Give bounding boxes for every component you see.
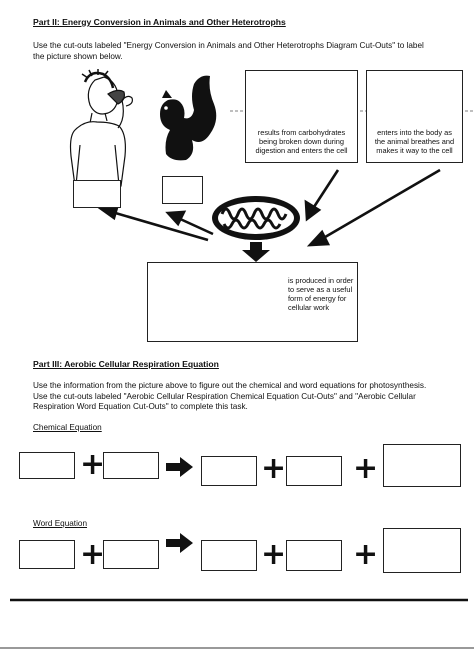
- label-slot-squirrel[interactable]: [162, 176, 203, 204]
- arrow-head-breathes: [306, 229, 331, 247]
- part2-instructions: Use the cut-outs labeled "Energy Convers…: [33, 41, 424, 61]
- chemical-slot-1[interactable]: [19, 452, 75, 479]
- chemical-equation-label: Chemical Equation: [33, 423, 102, 432]
- label-slot-person[interactable]: [73, 180, 121, 208]
- chemical-slot-4[interactable]: [286, 456, 342, 486]
- chemical-plus-3: +: [353, 451, 379, 486]
- chemical-yields-arrow: [166, 457, 193, 477]
- chemical-plus-2: +: [261, 451, 287, 486]
- part3-instructions: Use the information from the picture abo…: [33, 381, 427, 411]
- arrow-to-person-box: [111, 210, 209, 242]
- word-equation-label: Word Equation: [33, 519, 88, 528]
- word-plus-3: +: [353, 537, 379, 572]
- label-slot-energy[interactable]: is produced in order to serve as a usefu…: [147, 262, 358, 342]
- word-slot-2[interactable]: [103, 540, 159, 569]
- chemical-slot-5[interactable]: [383, 444, 461, 487]
- caption-carbohydrates: results from carbohydrates being broken …: [255, 128, 348, 155]
- arrow-from-breathes: [319, 168, 441, 242]
- arrow-head-carbohydrates: [304, 199, 322, 222]
- squirrel-icon: [160, 75, 217, 161]
- down-arrow: [242, 242, 270, 262]
- caption-energy: is produced in order to serve as a usefu…: [288, 276, 354, 312]
- word-yields-arrow: [166, 533, 193, 553]
- person-drinking-icon: [69, 69, 133, 187]
- chemical-slot-2[interactable]: [103, 452, 159, 479]
- arrow-to-squirrel-box: [177, 216, 214, 236]
- chemical-slot-3[interactable]: [201, 456, 257, 486]
- part3-heading: Part III: Aerobic Cellular Respiration E…: [33, 359, 219, 369]
- chemical-plus-1: +: [80, 447, 106, 482]
- word-plus-1: +: [80, 537, 106, 572]
- word-plus-2: +: [261, 537, 287, 572]
- word-slot-5[interactable]: [383, 528, 461, 573]
- word-slot-3[interactable]: [201, 540, 257, 571]
- arrow-head-squirrel: [165, 210, 187, 227]
- caption-breathes: enters into the body as the animal breat…: [374, 128, 455, 155]
- arrow-from-carbohydrates: [310, 169, 340, 211]
- word-slot-4[interactable]: [286, 540, 342, 571]
- mitochondrion-icon: [212, 196, 300, 240]
- word-slot-1[interactable]: [19, 540, 75, 569]
- label-slot-breathes[interactable]: enters into the body as the animal breat…: [366, 70, 463, 163]
- part2-heading: Part II: Energy Conversion in Animals an…: [33, 17, 286, 27]
- label-slot-carbohydrates[interactable]: results from carbohydrates being broken …: [245, 70, 358, 163]
